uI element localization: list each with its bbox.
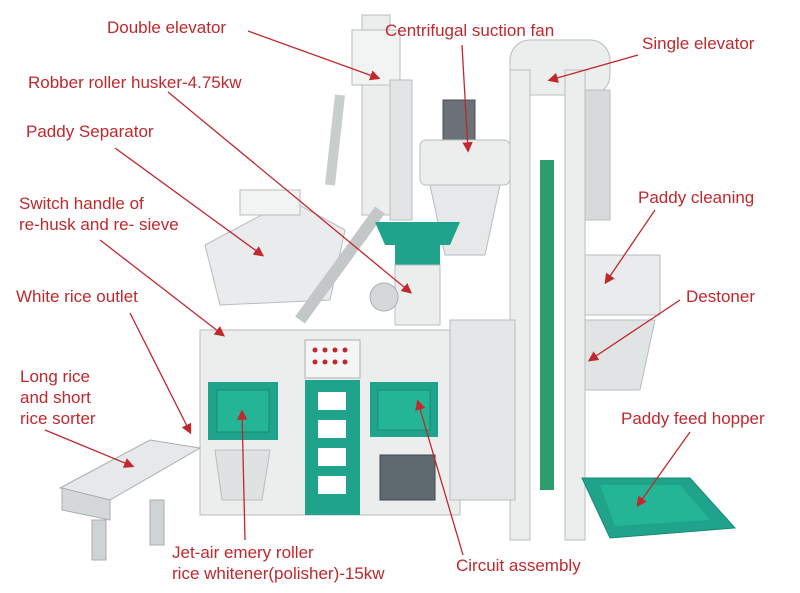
label-double-elevator: Double elevator: [107, 18, 227, 37]
label-whitener-line1: Jet-air emery roller: [172, 543, 314, 562]
arrow-white-rice-outlet: [129, 312, 192, 435]
arrow-circuit: [415, 399, 464, 556]
arrow-feed-hopper: [636, 431, 691, 508]
label-husker: Robber roller husker-4.75kw: [28, 73, 242, 92]
label-switch-handle-line1: Switch handle of: [19, 194, 144, 213]
rice-sorter-part: [58, 439, 202, 561]
arrow-double-elevator: [247, 30, 381, 81]
label-circuit-assembly: Circuit assembly: [456, 556, 581, 575]
paddy-cleaning-part: [584, 254, 661, 391]
label-rice-sorter-line2: and short: [20, 388, 91, 407]
arrow-destoner: [587, 299, 681, 362]
husker-part: [369, 222, 460, 326]
paddy-separator-part: [204, 189, 385, 324]
arrow-paddy-separator: [114, 147, 265, 257]
label-feed-hopper: Paddy feed hopper: [621, 409, 765, 428]
arrow-switch-handle: [99, 239, 226, 337]
label-white-rice-outlet: White rice outlet: [16, 287, 138, 306]
label-paddy-cleaning: Paddy cleaning: [638, 188, 755, 207]
main-cabinet: [199, 319, 516, 516]
label-single-elevator: Single elevator: [642, 34, 755, 53]
arrow-paddy-cleaning: [604, 209, 656, 285]
double-elevator-part: [325, 14, 413, 221]
leader-lines: [44, 30, 691, 556]
label-destoner: Destoner: [686, 287, 755, 306]
arrow-single-elevator: [547, 54, 639, 83]
label-centrifugal-fan: Centrifugal suction fan: [385, 21, 555, 40]
label-whitener-line2: rice whitener(polisher)-15kw: [172, 564, 385, 583]
paddy-feed-hopper-part: [581, 477, 737, 539]
label-paddy-separator: Paddy Separator: [26, 122, 154, 141]
arrow-whitener: [236, 409, 248, 541]
label-switch-handle-line2: re-husk and re- sieve: [19, 215, 179, 234]
arrow-husker: [167, 91, 413, 294]
label-rice-sorter-line1: Long rice: [20, 367, 90, 386]
label-rice-sorter-line3: rice sorter: [20, 409, 96, 428]
arrow-centrifugal-fan: [461, 44, 473, 153]
arrow-rice-sorter: [44, 429, 135, 468]
